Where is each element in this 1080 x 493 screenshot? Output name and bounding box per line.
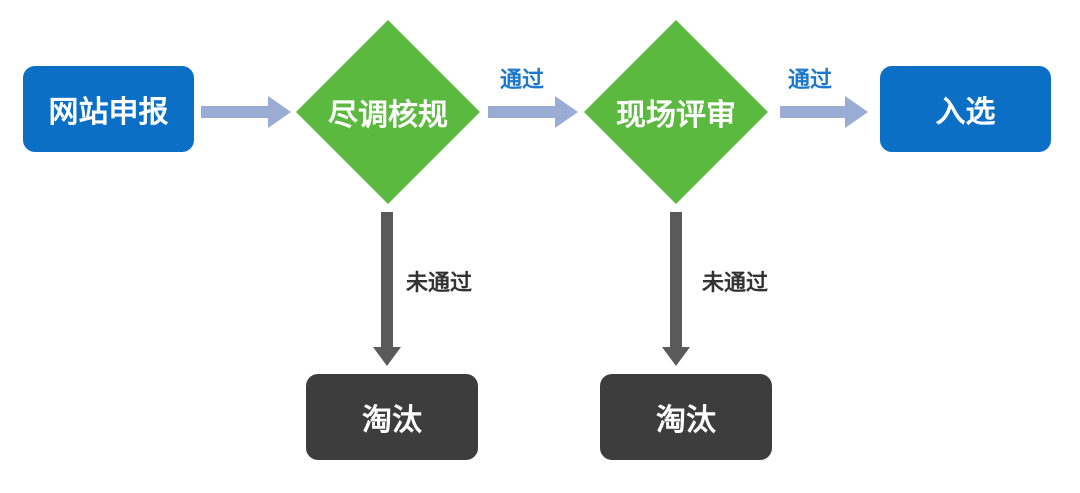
node-eliminated-1: 淘汰 bbox=[306, 374, 478, 460]
decision-site-review-label: 现场评审 bbox=[616, 98, 736, 133]
node-website-submission: 网站申报 bbox=[23, 66, 194, 152]
node-eliminated-1-label: 淘汰 bbox=[362, 403, 422, 438]
node-website-submission-label: 网站申报 bbox=[48, 95, 169, 130]
node-eliminated-2: 淘汰 bbox=[600, 374, 772, 460]
decision-due-diligence-shape bbox=[296, 20, 480, 204]
node-eliminated-2-label: 淘汰 bbox=[656, 403, 716, 438]
edge-label-fail-1: 未通过 bbox=[406, 271, 473, 296]
arrow-due-diligence-to-site-review bbox=[488, 96, 578, 128]
arrow-site-review-to-eliminated bbox=[662, 212, 690, 366]
node-selected: 入选 bbox=[880, 66, 1051, 152]
decision-site-review-shape bbox=[584, 20, 768, 204]
edge-label-pass-1: 通过 bbox=[500, 68, 545, 93]
decision-due-diligence: 尽调核规 bbox=[296, 20, 480, 204]
decision-due-diligence-label: 尽调核规 bbox=[328, 98, 448, 133]
edge-label-fail-2: 未通过 bbox=[702, 271, 769, 296]
edge-label-pass-2: 通过 bbox=[788, 68, 833, 93]
node-selected-label: 入选 bbox=[935, 95, 996, 130]
arrow-site-review-to-selected bbox=[780, 96, 868, 128]
decision-site-review: 现场评审 bbox=[584, 20, 768, 204]
arrow-due-diligence-to-eliminated bbox=[373, 212, 401, 366]
arrow-submit-to-due-diligence bbox=[201, 96, 291, 128]
